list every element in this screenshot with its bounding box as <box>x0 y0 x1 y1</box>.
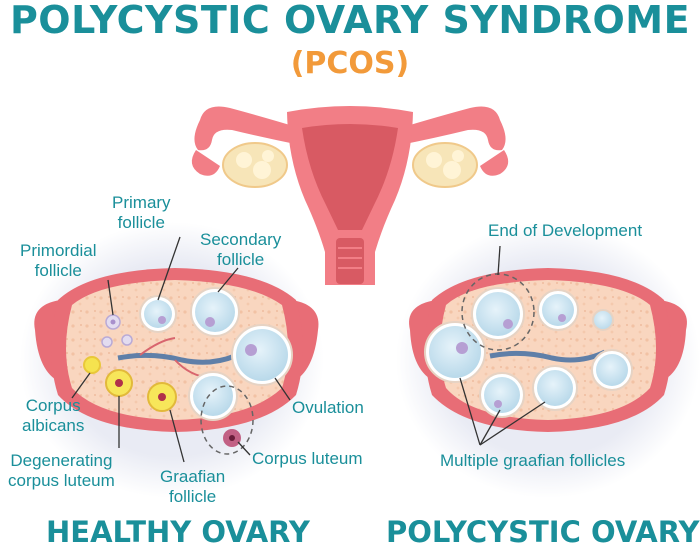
label-corpus-luteum: Corpus luteum <box>252 449 363 468</box>
right-fallopian-tube <box>400 106 506 151</box>
secondary-follicle <box>195 292 235 332</box>
uterus <box>191 106 509 285</box>
graafian-follicle <box>193 376 233 416</box>
label-corpus-albicans: Corpus albicans <box>22 396 85 435</box>
cyst-follicle-1 <box>476 292 520 336</box>
polycystic-ovary-heading: POLYCYSTIC OVARY <box>386 515 700 549</box>
label-graafian-follicle: Graafian follicle <box>160 467 226 506</box>
cyst-follicle-4 <box>484 377 520 413</box>
uterine-cavity <box>302 124 398 230</box>
label-primordial-follicle: Primordial follicle <box>20 241 97 280</box>
polycystic-ovary <box>396 222 700 498</box>
label-degenerating-corpus-luteum: Degenerating corpus luteum <box>8 451 115 490</box>
label-primary-follicle: Primary follicle <box>112 193 171 232</box>
label-secondary-follicle: Secondary follicle <box>200 230 282 269</box>
label-multiple-graafian-follicles: Multiple graafian follicles <box>440 451 626 470</box>
primary-follicle <box>144 300 172 328</box>
page-title: POLYCYSTIC OVARY SYNDROME <box>9 0 691 42</box>
cyst-follicle-2 <box>542 294 574 326</box>
corpus-albicans <box>83 356 101 374</box>
page-subtitle: (PCOS) <box>290 46 410 81</box>
cyst-follicle-5 <box>537 370 573 406</box>
healthy-ovary <box>20 222 324 498</box>
leader-lines <box>71 236 546 463</box>
label-end-of-development: End of Development <box>488 221 643 240</box>
cyst-follicle-3 <box>429 326 481 378</box>
label-ovulation: Ovulation <box>292 398 364 417</box>
ovulating-follicle <box>236 329 288 381</box>
healthy-ovary-heading: HEALTHY OVARY <box>46 515 310 549</box>
cyst-follicle-6 <box>596 354 628 386</box>
cervix <box>336 238 364 284</box>
left-fallopian-tube <box>194 106 300 151</box>
